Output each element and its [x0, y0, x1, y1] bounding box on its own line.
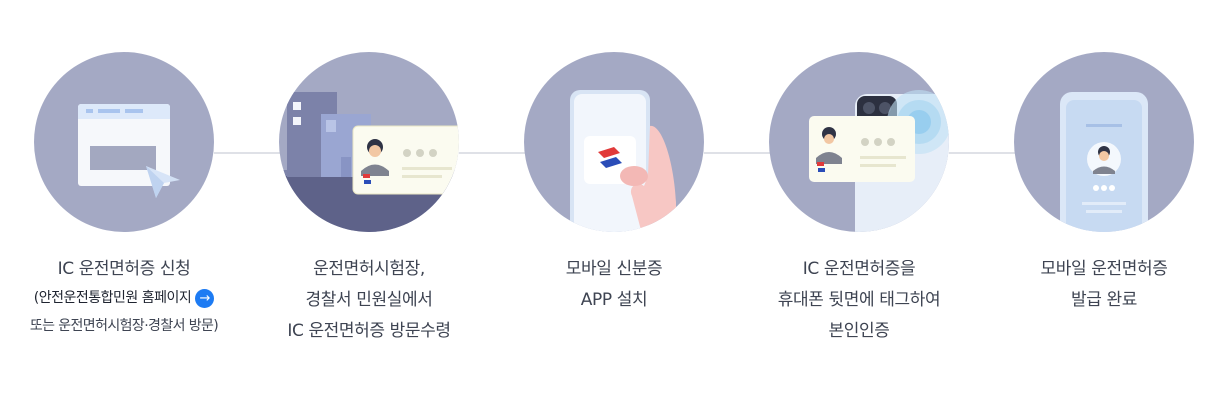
step-apply-alt-text: 또는 운전면허시험장·경찰서 방문)	[29, 318, 219, 334]
step-issue-line-1: 모바일 운전면허증	[1040, 259, 1168, 279]
step-apply-illustration	[34, 52, 214, 232]
step-install-illustration	[524, 52, 704, 232]
step-receive-line-3: IC 운전면허증 방문수령	[287, 321, 451, 341]
browser-window-icon	[78, 104, 180, 198]
step-issue-illustration	[1014, 52, 1194, 232]
cursor-icon	[146, 166, 180, 198]
step-receive: 운전면허시험장, 경찰서 민원실에서 IC 운전면허증 방문수령	[269, 52, 469, 347]
step-verify-caption: IC 운전면허증을 휴대폰 뒷면에 태그하여 본인인증	[759, 254, 959, 347]
arrow-right-icon[interactable]: →	[195, 289, 215, 308]
step-install-caption: 모바일 신분증 APP 설치	[514, 254, 714, 316]
step-issue: 모바일 운전면허증 발급 완료	[1004, 52, 1204, 316]
step-verify-line-3: 본인인증	[828, 321, 890, 341]
step-receive-caption: 운전면허시험장, 경찰서 민원실에서 IC 운전면허증 방문수령	[269, 254, 469, 347]
step-issue-line-2: 발급 완료	[1071, 290, 1137, 310]
hand-icon	[620, 125, 676, 232]
buildings-icon	[279, 92, 459, 232]
step-install-line-1: 모바일 신분증	[565, 259, 663, 279]
step-install: 모바일 신분증 APP 설치	[514, 52, 714, 316]
step-verify-illustration	[769, 52, 949, 232]
step-verify-line-2: 휴대폰 뒷면에 태그하여	[777, 290, 941, 310]
step-receive-line-2: 경찰서 민원실에서	[305, 290, 433, 310]
step-verify-line-1: IC 운전면허증을	[802, 259, 916, 279]
step-apply-title: IC 운전면허증 신청	[57, 259, 191, 279]
step-apply: IC 운전면허증 신청 (안전운전통합민원 홈페이지→ 또는 운전면허시험장·경…	[24, 52, 224, 340]
safe-driving-site-link[interactable]: 안전운전통합민원 홈페이지→	[39, 285, 215, 312]
step-verify: IC 운전면허증을 휴대폰 뒷면에 태그하여 본인인증	[759, 52, 959, 347]
nfc-phone-icon	[809, 90, 949, 232]
smartphone-app-icon	[570, 90, 676, 232]
license-card-icon	[809, 116, 915, 182]
step-apply-caption: IC 운전면허증 신청 (안전운전통합민원 홈페이지→ 또는 운전면허시험장·경…	[24, 254, 224, 340]
connector-line	[949, 152, 1025, 154]
connector-line	[704, 152, 780, 154]
step-issue-caption: 모바일 운전면허증 발급 완료	[1004, 254, 1204, 316]
license-card-icon	[352, 125, 459, 195]
step-receive-illustration	[279, 52, 459, 232]
paren-open: (	[33, 290, 39, 306]
step-receive-line-1: 운전면허시험장,	[313, 259, 425, 279]
connector-line	[214, 152, 290, 154]
mobile-license-icon	[1060, 92, 1148, 232]
step-apply-link-line: (안전운전통합민원 홈페이지→	[2, 285, 246, 312]
safe-driving-site-link-label: 안전운전통합민원 홈페이지	[38, 290, 192, 306]
connector-line	[459, 152, 535, 154]
step-install-line-2: APP 설치	[580, 290, 648, 310]
